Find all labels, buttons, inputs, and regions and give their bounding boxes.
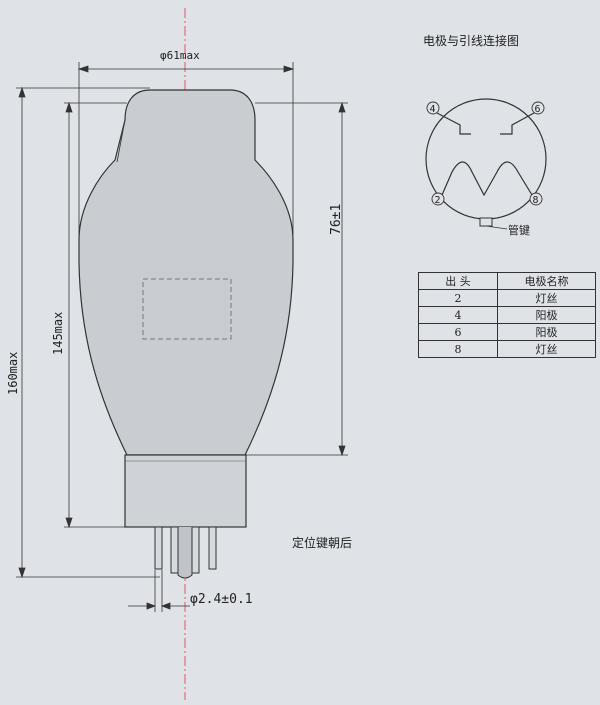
electrode-name: 阳极: [497, 306, 596, 324]
pin-number: 8: [418, 340, 498, 358]
pin-2-number: 2: [435, 195, 441, 206]
key-label: 管键: [508, 223, 530, 237]
dim-body-height: [64, 101, 127, 529]
pin-8-number: 8: [533, 195, 539, 206]
pins: [154, 526, 217, 579]
socket-diagram: 管键 4 6 2 8: [425, 98, 547, 237]
dim-diameter: [77, 62, 295, 235]
pin-6-marker: [531, 101, 545, 115]
pin-4-marker: [426, 101, 440, 115]
pin-number: 6: [418, 323, 498, 341]
pin: [154, 526, 163, 570]
anode-right: [500, 112, 535, 135]
pin-6-number: 6: [535, 104, 541, 115]
electrode-name: 灯丝: [497, 340, 596, 358]
dim-body-height-label: 145max: [51, 312, 65, 355]
key-orientation-note: 定位键朝后: [292, 535, 352, 550]
dim-pin-label: φ2.4±0.1: [190, 592, 253, 607]
pin: [170, 526, 179, 574]
dim-upper-height-label: 76±1: [329, 204, 344, 235]
pin-column-header: 出 头: [418, 272, 498, 290]
pin-4-number: 4: [430, 104, 436, 115]
dim-pin: [128, 570, 190, 612]
dim-upper-height: [246, 101, 348, 457]
pin: [191, 526, 200, 574]
bulb-outline: [78, 89, 294, 456]
pin-number: 2: [418, 289, 498, 307]
pin: [208, 526, 217, 570]
electrode-name: 阳极: [497, 323, 596, 341]
filament: [441, 161, 533, 197]
locating-key: [177, 527, 193, 579]
table-row: 2 灯丝: [418, 289, 596, 307]
electrode-name: 灯丝: [497, 289, 596, 307]
pin-table-header: 出 头 电极名称: [418, 272, 596, 290]
pin-number: 4: [418, 306, 498, 324]
socket-key: [479, 217, 493, 227]
dim-diameter-label: φ61max: [160, 49, 200, 62]
dim-total-height-label: 160max: [6, 352, 20, 395]
tube-base: [124, 454, 247, 528]
pin-8-marker: [529, 192, 543, 206]
table-row: 8 灯丝: [418, 340, 596, 358]
dim-total-height: [16, 86, 160, 579]
electrode-column-header: 电极名称: [497, 272, 596, 290]
pin-2-marker: [431, 192, 445, 206]
pin-table: 出 头 电极名称 2 灯丝 4 阳极 6 阳极 8 灯丝: [418, 272, 596, 358]
table-row: 4 阳极: [418, 306, 596, 324]
anode-left: [436, 112, 471, 135]
electrode-outline: [142, 278, 232, 340]
shoulder-line: [116, 119, 126, 163]
key-leader: [485, 225, 508, 230]
table-row: 6 阳极: [418, 323, 596, 341]
connection-diagram-title: 电极与引线连接图: [423, 33, 519, 48]
